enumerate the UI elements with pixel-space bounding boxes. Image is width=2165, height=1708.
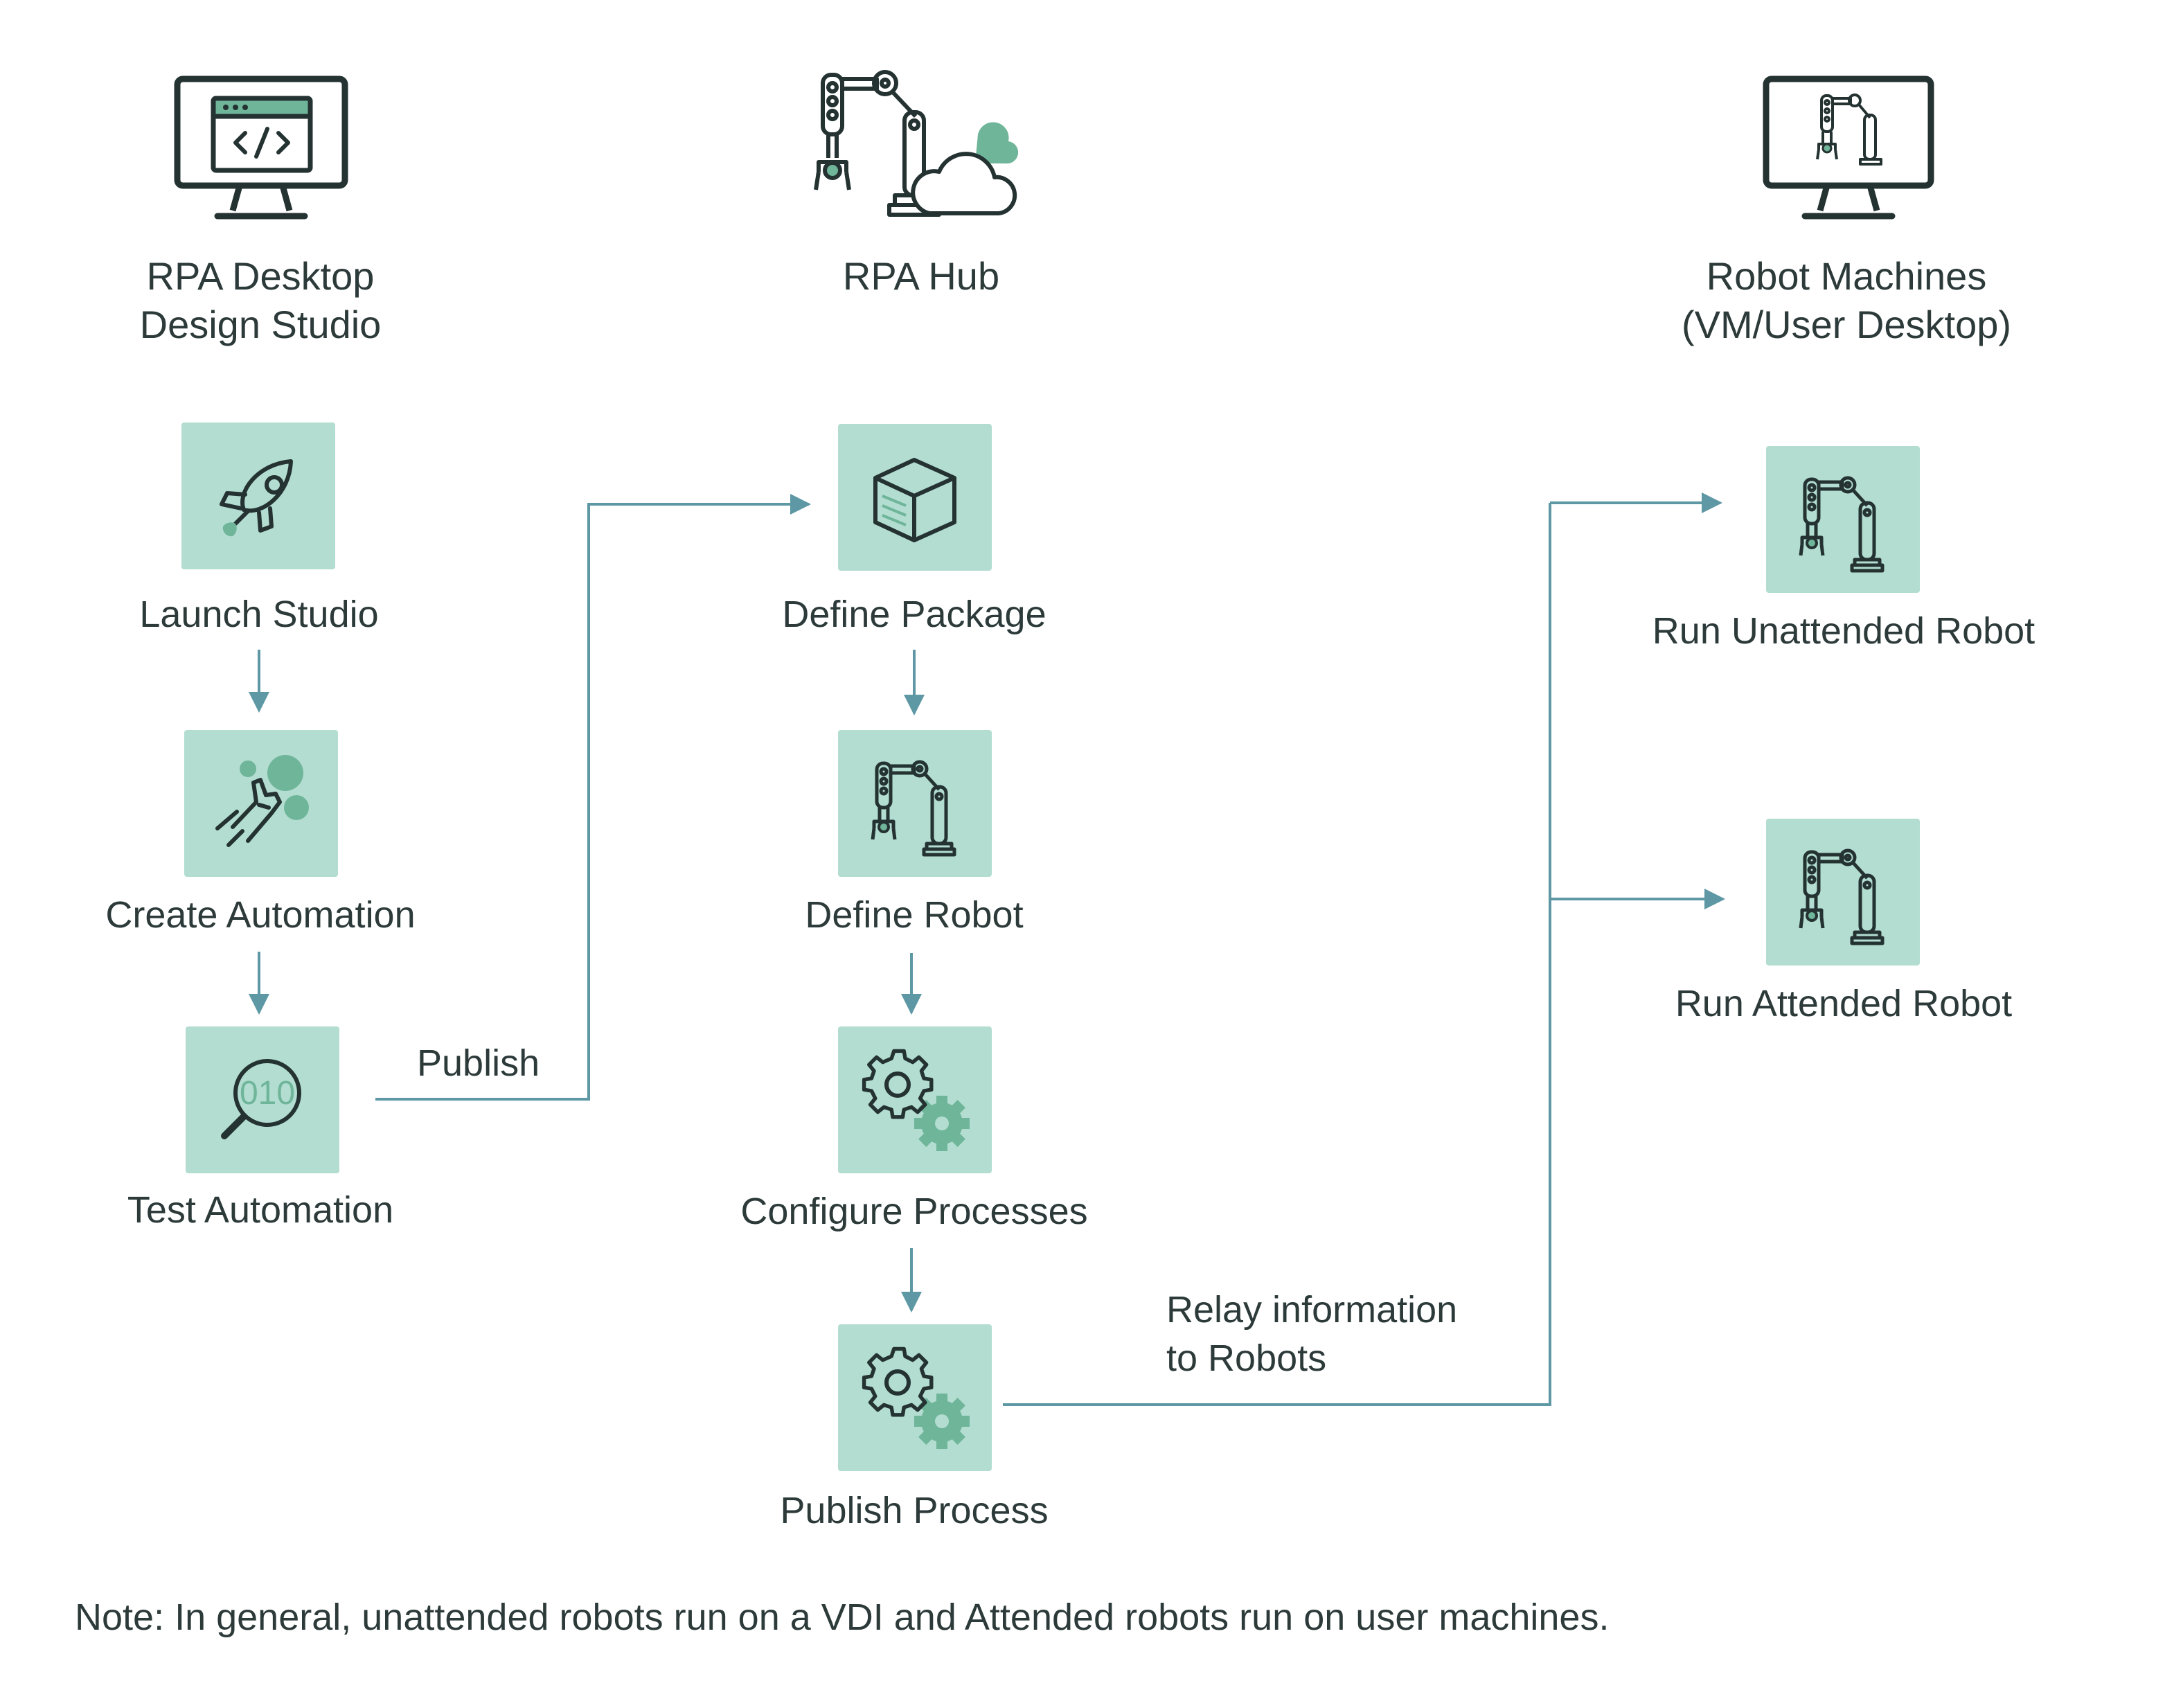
step-run-unattended-box (1766, 446, 1920, 593)
step-define-robot-box (838, 730, 992, 877)
footer-note: Note: In general, unattended robots run … (75, 1596, 1610, 1638)
relay-label-line2: to Robots (1166, 1337, 1327, 1379)
studio-title-line2: Design Studio (139, 303, 382, 346)
step-configure-processes-box (838, 1026, 992, 1173)
binary-search-icon: 010 (221, 1059, 301, 1139)
robot-arm-cloud-icon (814, 70, 1018, 217)
binary-glyph: 010 (240, 1075, 295, 1112)
step-run-unattended-label: Run Unattended Robot (1652, 610, 2035, 652)
step-run-attended-label: Run Attended Robot (1675, 983, 2013, 1024)
gears-icon (862, 1346, 970, 1449)
rocket-icon (220, 459, 293, 537)
step-create-automation-label: Create Automation (105, 894, 416, 936)
step-publish-process-box (838, 1324, 992, 1471)
machines-title-line1: Robot Machines (1706, 254, 1987, 298)
touch-hand-icon (215, 755, 309, 847)
publish-edge-label: Publish (417, 1042, 540, 1084)
gears-icon (862, 1049, 970, 1151)
step-define-package-box (838, 424, 992, 571)
arrow-relay (1003, 503, 1551, 1406)
step-define-package-label: Define Package (782, 594, 1046, 635)
studio-column-title: RPA Desktop Design Studio (121, 252, 400, 349)
relay-label-line1: Relay information (1166, 1289, 1458, 1331)
step-launch-studio-label: Launch Studio (139, 594, 379, 635)
robot-arm-icon (871, 760, 956, 857)
relay-edge-label: Relay information to Robots (1166, 1286, 1457, 1382)
monitor-code-icon (174, 75, 348, 220)
step-configure-processes-label: Configure Processes (740, 1191, 1088, 1232)
step-define-robot-label: Define Robot (805, 894, 1024, 936)
monitor-robot-icon (1763, 75, 1934, 220)
step-publish-process-label: Publish Process (780, 1490, 1049, 1531)
arrow-publish (375, 494, 811, 1101)
step-launch-studio-box (181, 422, 335, 569)
package-cube-icon (873, 458, 956, 542)
machines-column-title: Robot Machines (VM/User Desktop) (1639, 252, 2054, 349)
robot-arm-icon (1799, 476, 1885, 573)
studio-title-line1: RPA Desktop (146, 254, 375, 298)
step-test-automation-box: 010 (186, 1026, 339, 1173)
robot-arm-icon (1799, 848, 1885, 945)
hub-column-title: RPA Hub (842, 254, 1000, 298)
step-test-automation-label: Test Automation (127, 1189, 394, 1231)
machines-title-line2: (VM/User Desktop) (1681, 303, 2012, 346)
step-create-automation-box (184, 730, 338, 877)
step-run-attended-box (1766, 819, 1920, 966)
